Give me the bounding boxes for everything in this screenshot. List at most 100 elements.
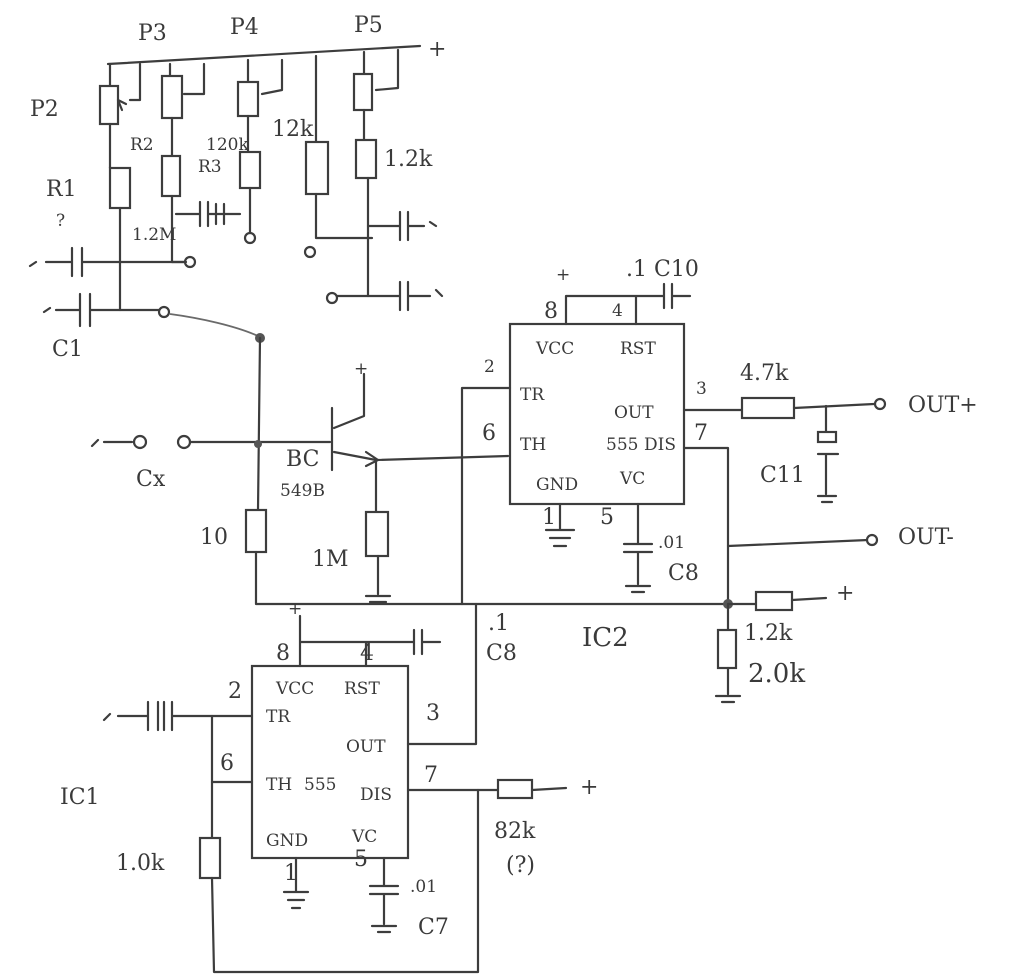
ic2-pin8: 8 <box>544 299 558 324</box>
ic1-dis: DIS <box>360 785 392 805</box>
r-82k-resistor <box>496 778 534 800</box>
ic1-vcc: VCC <box>275 679 314 699</box>
ic1-rst: RST <box>344 679 380 699</box>
c11-label: C11 <box>760 463 805 488</box>
r-2-0k-resistor <box>716 628 738 670</box>
out-minus-terminal <box>865 533 879 547</box>
emitter-to-th <box>374 454 510 462</box>
right-plus: + <box>836 581 854 606</box>
ic2-dis: DIS <box>644 435 676 455</box>
ic2-gnd: GND <box>536 475 578 495</box>
ic1-c-value: .01 <box>410 877 437 897</box>
col3-terminal <box>243 231 257 245</box>
ic2-th: TH <box>520 435 546 455</box>
r1-question: ? <box>56 211 65 231</box>
r-12k-label: 12k <box>272 117 314 142</box>
ic1-pin6: 6 <box>220 751 234 776</box>
bc-number: 549B <box>280 481 325 501</box>
output-section: OUT+ 4.7k C11 OUT- + 1.2k 2.0k <box>714 361 978 704</box>
ic2-pin2: 2 <box>484 357 495 377</box>
r-1m-ground <box>364 554 392 604</box>
cx-terminal-left <box>132 434 148 450</box>
ic2-tr-wire <box>460 386 512 606</box>
col4-wire-b <box>314 192 374 240</box>
r-120k-label: 120k <box>206 135 249 155</box>
ic1-supply-plus: + <box>288 599 302 619</box>
ic2-ground <box>544 502 576 548</box>
p2-pot <box>98 84 120 126</box>
ic2-out: OUT <box>614 403 654 423</box>
ic1-th: TH <box>266 775 292 795</box>
out-minus-wire <box>726 538 870 548</box>
p4-label: P4 <box>230 15 259 40</box>
ic1-vc-cap <box>368 856 400 934</box>
ic1-pin2: 2 <box>228 679 242 704</box>
bottom-common-wire <box>254 550 730 606</box>
selector-arm <box>169 313 259 337</box>
r-1-2k-right-lead-b <box>790 596 828 602</box>
out-plus-terminal <box>873 397 887 411</box>
ic2-supply-plus: + <box>556 265 570 285</box>
ic1-ground <box>282 856 310 910</box>
bc-label: BC <box>286 447 319 472</box>
r3-label: R3 <box>198 157 222 177</box>
ic2-pin3: 3 <box>696 379 707 399</box>
top-supply-rail <box>106 44 422 66</box>
ic2-part: 555 <box>606 435 638 455</box>
cap-r2-r3 <box>174 200 242 228</box>
r-1-2m-label: 1.2M <box>132 225 176 245</box>
r2-resistor <box>160 154 182 198</box>
r3-resistor <box>238 150 262 190</box>
ic1-vc: VC <box>351 827 377 847</box>
r-1m-label: 1M <box>312 547 349 572</box>
ic2-body <box>508 322 686 506</box>
ic2-supply <box>564 282 692 326</box>
ic2-pin1: 1 <box>542 505 556 530</box>
ic1: VCC RST TR OUT TH 555 DIS GND VC 8 4 2 3… <box>60 599 598 974</box>
r-82k-plus: + <box>580 775 598 800</box>
c8-mid-label: C8 <box>486 641 517 666</box>
collector-plus: + <box>354 359 368 379</box>
cx-left-lead <box>90 438 134 448</box>
r-82k-question: (?) <box>506 853 535 878</box>
c1-capacitor <box>42 292 162 328</box>
r-1-2k-right-resistor <box>754 590 794 612</box>
transistor-collector <box>332 372 366 430</box>
ic1-bottom-loop <box>210 788 480 974</box>
p5-pot <box>352 72 374 112</box>
ic1-tr: TR <box>266 707 291 727</box>
common-wire <box>256 336 262 512</box>
ic2-c8-label: C8 <box>668 561 699 586</box>
r-1-2k-resistor <box>354 138 378 180</box>
r-1m-resistor <box>364 510 390 558</box>
col2-wiper-link <box>128 62 142 102</box>
top-plus: + <box>428 37 446 62</box>
r-1-0k-label: 1.0k <box>116 851 165 876</box>
ic1-supply <box>298 614 442 668</box>
cap-top-right-1 <box>366 210 438 242</box>
c1-label: C1 <box>52 337 83 362</box>
ic2-pin6: 6 <box>482 421 496 446</box>
ic2-dis-wire <box>682 446 730 606</box>
ic2-pin4: 4 <box>612 301 623 321</box>
transistor-emitter <box>332 450 378 462</box>
input-section: Cx + BC 549B 1M 10 <box>90 333 730 606</box>
p2-wiper <box>116 98 128 112</box>
r-12k-resistor <box>304 140 330 196</box>
p2-label: P2 <box>30 97 59 122</box>
col4-terminal <box>303 245 317 259</box>
ic2-c-value: .01 <box>658 533 685 553</box>
ic1-part: 555 <box>304 775 336 795</box>
ic1-body <box>250 664 410 860</box>
ic1-out-wire <box>406 602 478 746</box>
out-minus-label: OUT- <box>898 525 954 550</box>
ic1-trigger-cap <box>102 700 254 732</box>
r-1-2k-right-label: 1.2k <box>744 621 793 646</box>
p5-label: P5 <box>354 13 383 38</box>
base-node <box>254 440 262 448</box>
r-82k-label: 82k <box>494 819 536 844</box>
c10-label: .1 C10 <box>626 257 699 282</box>
ic1-pin5: 5 <box>354 847 368 872</box>
